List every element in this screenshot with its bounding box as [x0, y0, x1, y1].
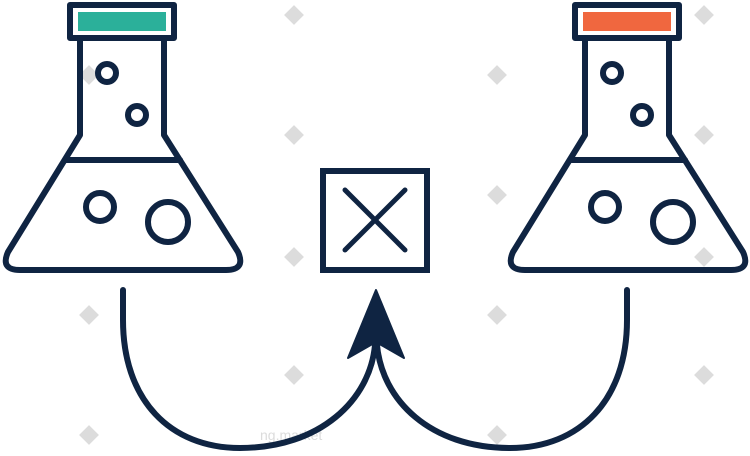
arrow-head	[347, 289, 405, 359]
watermark-diamond	[487, 65, 507, 85]
left-flask-cap-fill	[78, 12, 166, 31]
watermark-diamond	[79, 305, 99, 325]
left-flask-bubble	[83, 190, 117, 224]
right-flask-cap-fill	[583, 12, 671, 31]
watermark-diamond	[79, 65, 99, 85]
watermark-diamond	[284, 247, 304, 267]
right-flask-body	[507, 35, 749, 273]
watermark-diamond	[284, 365, 304, 385]
watermark-diamond	[284, 5, 304, 25]
x-mark-stroke-2	[342, 187, 408, 253]
right-flask-bubble	[588, 190, 622, 224]
right-flask-bubble	[600, 61, 624, 85]
watermark-diamond	[487, 185, 507, 205]
watermark-diamond	[487, 425, 507, 445]
arrow-right-curve	[374, 287, 630, 452]
right-flask-bubble	[650, 199, 696, 245]
watermark-diamond	[694, 365, 714, 385]
watermark-text-2: ng.market	[260, 427, 322, 443]
right-flask-cap	[572, 2, 682, 41]
left-flask-bubble	[145, 199, 191, 245]
left-flask-icon	[2, 2, 244, 273]
left-flask-bubble	[95, 61, 119, 85]
watermark-diamond	[694, 125, 714, 145]
x-box-frame	[320, 168, 430, 273]
watermark-diamond	[487, 305, 507, 325]
watermark-pattern	[79, 5, 714, 445]
right-flask-bubble	[630, 103, 654, 127]
watermark-diamond	[694, 247, 714, 267]
x-box-icon	[320, 168, 430, 273]
watermark-diamond	[79, 425, 99, 445]
left-flask-body	[2, 35, 244, 273]
watermark-diamond	[284, 125, 304, 145]
watermark-diamond	[694, 5, 714, 25]
arrow-icon	[120, 287, 630, 452]
right-flask-icon	[507, 2, 749, 273]
left-flask-bubble	[125, 103, 149, 127]
arrow-left-curve	[120, 287, 378, 452]
